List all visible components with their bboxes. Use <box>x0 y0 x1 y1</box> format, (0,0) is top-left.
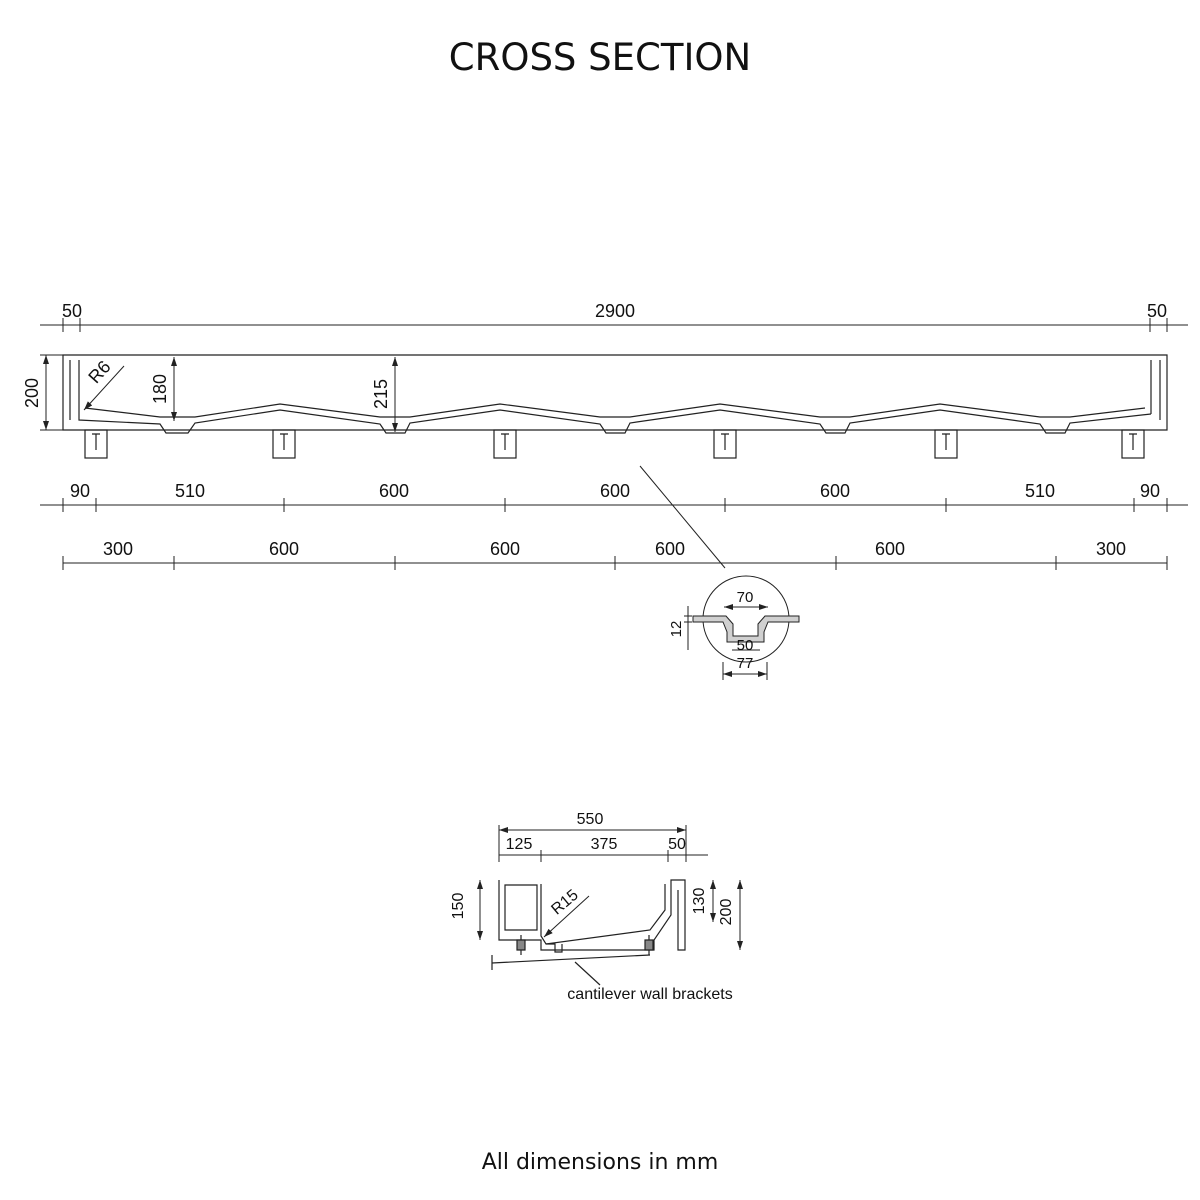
end-height-1: 150 <box>450 893 467 920</box>
segment-dim-2: 600 <box>269 539 299 559</box>
dim-top-left: 50 <box>62 301 82 321</box>
dim-top-right: 50 <box>1147 301 1167 321</box>
end-section-view <box>491 879 686 986</box>
radius-label: R6 <box>84 357 114 387</box>
dim-height-max: 215 <box>371 379 391 409</box>
channel-dim-7: 90 <box>1140 481 1160 501</box>
channel-dim-4: 600 <box>600 481 630 501</box>
units-note: All dimensions in mm <box>481 1150 719 1175</box>
main-dimension-labels: 50 2900 50 200 180 215 R6 90 510 600 600… <box>22 301 1167 559</box>
support-legs <box>84 429 1145 459</box>
channel-dim-1: 90 <box>70 481 90 501</box>
detail-thickness: 12 <box>668 621 685 638</box>
trough-outline <box>62 354 1168 431</box>
end-radius-label: R15 <box>548 887 581 919</box>
segment-dim-1: 300 <box>103 539 133 559</box>
page-title: CROSS SECTION <box>448 36 752 79</box>
segment-dim-5: 600 <box>875 539 905 559</box>
segment-dim-4: 600 <box>655 539 685 559</box>
channel-dim-6: 510 <box>1025 481 1055 501</box>
channel-dim-3: 600 <box>379 481 409 501</box>
dim-top-overall: 2900 <box>595 301 635 321</box>
end-overall-width: 550 <box>577 811 604 828</box>
end-height-3: 200 <box>718 899 735 926</box>
end-width-3: 50 <box>668 836 686 853</box>
end-width-2: 375 <box>591 836 618 853</box>
end-view-labels: 550 125 375 50 150 130 200 R15 cantileve… <box>450 811 735 1003</box>
end-width-1: 125 <box>506 836 533 853</box>
detail-top-width: 70 <box>737 589 754 606</box>
channel-detail-view <box>684 575 800 680</box>
floor-profile <box>78 409 1152 434</box>
segment-dim-3: 600 <box>490 539 520 559</box>
end-height-2: 130 <box>691 888 708 915</box>
dim-height-inner: 180 <box>150 374 170 404</box>
segment-dim-6: 300 <box>1096 539 1126 559</box>
main-section-view <box>62 354 1168 459</box>
channel-dim-5: 600 <box>820 481 850 501</box>
detail-bottom-width: 50 <box>737 637 754 654</box>
detail-labels: 70 12 50 77 <box>668 589 753 672</box>
detail-overall-width: 77 <box>737 655 754 672</box>
channel-dim-2: 510 <box>175 481 205 501</box>
bracket-label: cantilever wall brackets <box>567 986 732 1003</box>
dim-height-overall: 200 <box>22 378 42 408</box>
